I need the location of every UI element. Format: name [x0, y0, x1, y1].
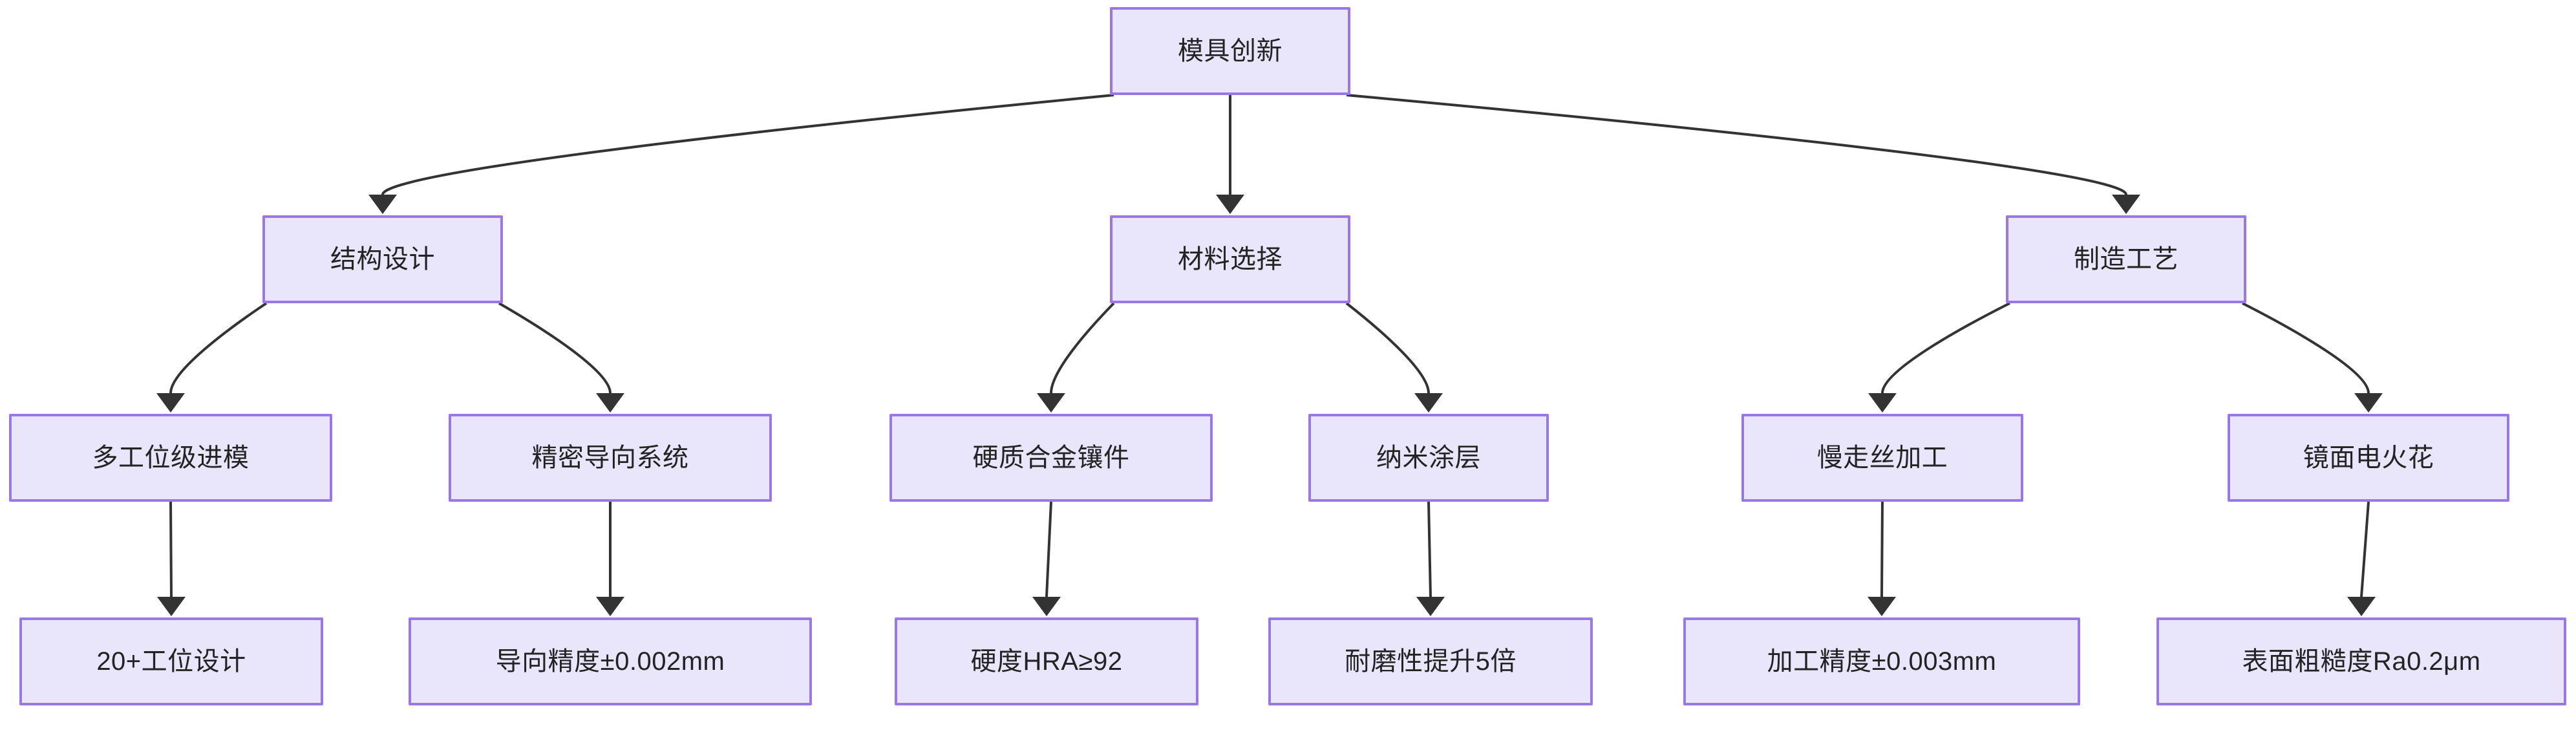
flowchart-edge	[1346, 94, 2127, 195]
flowchart-node[interactable]: 表面粗糙度Ra0.2μm	[2156, 618, 2566, 705]
node-label: 加工精度±0.003mm	[1767, 647, 1997, 676]
node-label: 慢走丝加工	[1816, 444, 1948, 472]
flowchart-edge	[1345, 302, 1430, 394]
node-label: 表面粗糙度Ra0.2μm	[2242, 647, 2481, 676]
arrow-head-icon	[1868, 393, 1897, 413]
flowchart-node[interactable]: 纳米涂层	[1308, 414, 1549, 502]
flowchart-node[interactable]: 加工精度±0.003mm	[1683, 618, 2080, 705]
arrow-head-icon	[1414, 393, 1443, 413]
flowchart-node[interactable]: 镜面电火花	[2228, 414, 2509, 502]
flowchart-edge	[1881, 302, 2010, 394]
arrow-head-icon	[368, 195, 397, 214]
node-label: 硬度HRA≥92	[970, 647, 1123, 676]
arrow-head-icon	[157, 597, 186, 616]
arrow-head-icon	[2112, 195, 2140, 214]
flowchart-node[interactable]: 模具创新	[1110, 7, 1350, 95]
node-label: 20+工位设计	[96, 647, 246, 676]
flowchart-node[interactable]: 多工位级进模	[9, 414, 332, 502]
arrow-head-icon	[1032, 597, 1061, 616]
arrow-head-icon	[1216, 195, 1244, 214]
flowchart-edge	[2360, 501, 2370, 597]
flowchart-edge	[169, 302, 268, 394]
flowchart-node[interactable]: 材料选择	[1110, 215, 1350, 303]
arrow-head-icon	[156, 393, 185, 413]
flowchart-node[interactable]: 20+工位设计	[19, 618, 323, 705]
flowchart-edge	[1050, 302, 1115, 394]
flowchart-node[interactable]: 精密导向系统	[449, 414, 772, 502]
flowchart-edge	[498, 302, 612, 394]
arrow-head-icon	[596, 597, 624, 616]
flowchart-edge	[381, 94, 1114, 195]
flowchart-node[interactable]: 硬度HRA≥92	[895, 618, 1198, 705]
arrow-head-icon	[596, 393, 624, 413]
node-label: 纳米涂层	[1376, 444, 1481, 472]
arrow-head-icon	[1037, 393, 1065, 413]
flowchart-node[interactable]: 导向精度±0.002mm	[409, 618, 812, 705]
flowchart-edge	[1045, 501, 1052, 597]
flowchart-node[interactable]: 耐磨性提升5倍	[1268, 618, 1593, 705]
node-label: 硬质合金镶件	[972, 444, 1130, 472]
arrow-head-icon	[1868, 597, 1896, 616]
flowchart-node[interactable]: 慢走丝加工	[1741, 414, 2023, 502]
node-label: 多工位级进模	[92, 444, 250, 472]
node-label: 材料选择	[1178, 245, 1283, 274]
node-label: 制造工艺	[2074, 245, 2178, 274]
flowchart-node[interactable]: 结构设计	[262, 215, 503, 303]
flowchart-node[interactable]: 制造工艺	[2006, 215, 2246, 303]
node-label: 耐磨性提升5倍	[1345, 647, 1517, 676]
flowchart-node[interactable]: 硬质合金镶件	[889, 414, 1213, 502]
arrow-head-icon	[2354, 393, 2383, 413]
node-label: 精密导向系统	[531, 444, 689, 472]
arrow-head-icon	[2347, 597, 2376, 616]
node-label: 模具创新	[1178, 37, 1283, 65]
node-label: 导向精度±0.002mm	[495, 647, 725, 676]
arrow-head-icon	[1416, 597, 1445, 616]
flowchart-edge	[1427, 501, 1432, 597]
node-label: 镜面电火花	[2303, 444, 2434, 472]
node-label: 结构设计	[330, 245, 435, 274]
flowchart-edge	[2242, 302, 2370, 394]
